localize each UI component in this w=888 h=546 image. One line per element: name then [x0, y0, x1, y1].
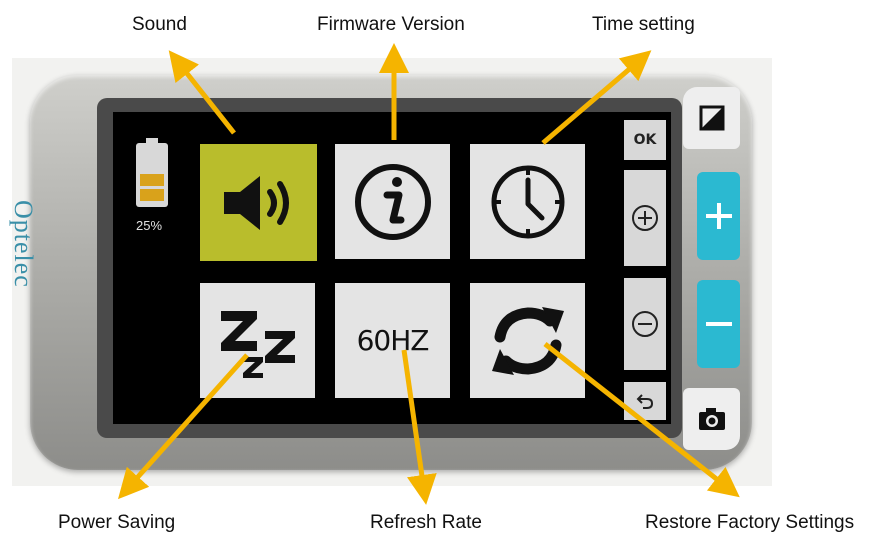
- contrast-icon: [699, 105, 724, 131]
- tile-refresh-rate[interactable]: 60HZ: [335, 283, 450, 398]
- camera-icon: [698, 408, 725, 430]
- screen-plus-button[interactable]: [624, 170, 666, 266]
- back-arrow-icon: [636, 394, 654, 409]
- hardware-contrast-button[interactable]: [683, 87, 740, 149]
- callout-refresh-rate: Refresh Rate: [370, 512, 482, 533]
- tile-firmware-info[interactable]: [335, 144, 450, 259]
- tile-restore-factory[interactable]: [470, 283, 585, 398]
- arrow-sound: [168, 50, 236, 135]
- refresh-arrows-icon: [491, 306, 564, 375]
- hardware-plus-button[interactable]: [697, 172, 740, 260]
- callout-power-saving: Power Saving: [58, 512, 176, 533]
- battery-icon: [136, 138, 168, 207]
- zzz-icon: [220, 310, 295, 378]
- battery-percent: 25%: [136, 218, 163, 233]
- plus-icon: [705, 203, 732, 229]
- hardware-camera-button[interactable]: [683, 388, 740, 450]
- callout-sound: Sound: [132, 14, 187, 35]
- arrow-time: [541, 50, 652, 145]
- callout-time-setting: Time setting: [592, 14, 695, 35]
- ok-button[interactable]: OK: [624, 120, 666, 160]
- tile-sound[interactable]: [200, 144, 317, 261]
- arrow-restore: [543, 342, 740, 498]
- tile-time-setting[interactable]: [470, 144, 585, 259]
- minus-icon: [705, 322, 732, 326]
- arrow-power: [117, 353, 249, 500]
- refresh-rate-value: 60HZ: [356, 324, 430, 357]
- info-icon: [354, 163, 431, 240]
- screen-minus-button[interactable]: [624, 278, 666, 370]
- callout-restore-factory: Restore Factory Settings: [645, 512, 855, 533]
- circle-plus-icon: [632, 205, 658, 231]
- hardware-minus-button[interactable]: [697, 280, 740, 368]
- callout-firmware-version: Firmware Version: [317, 14, 465, 35]
- tile-power-saving[interactable]: [200, 283, 315, 398]
- clock-icon: [491, 165, 564, 238]
- speaker-icon: [223, 175, 289, 230]
- arrow-refresh: [401, 349, 437, 505]
- circle-minus-icon: [632, 311, 658, 337]
